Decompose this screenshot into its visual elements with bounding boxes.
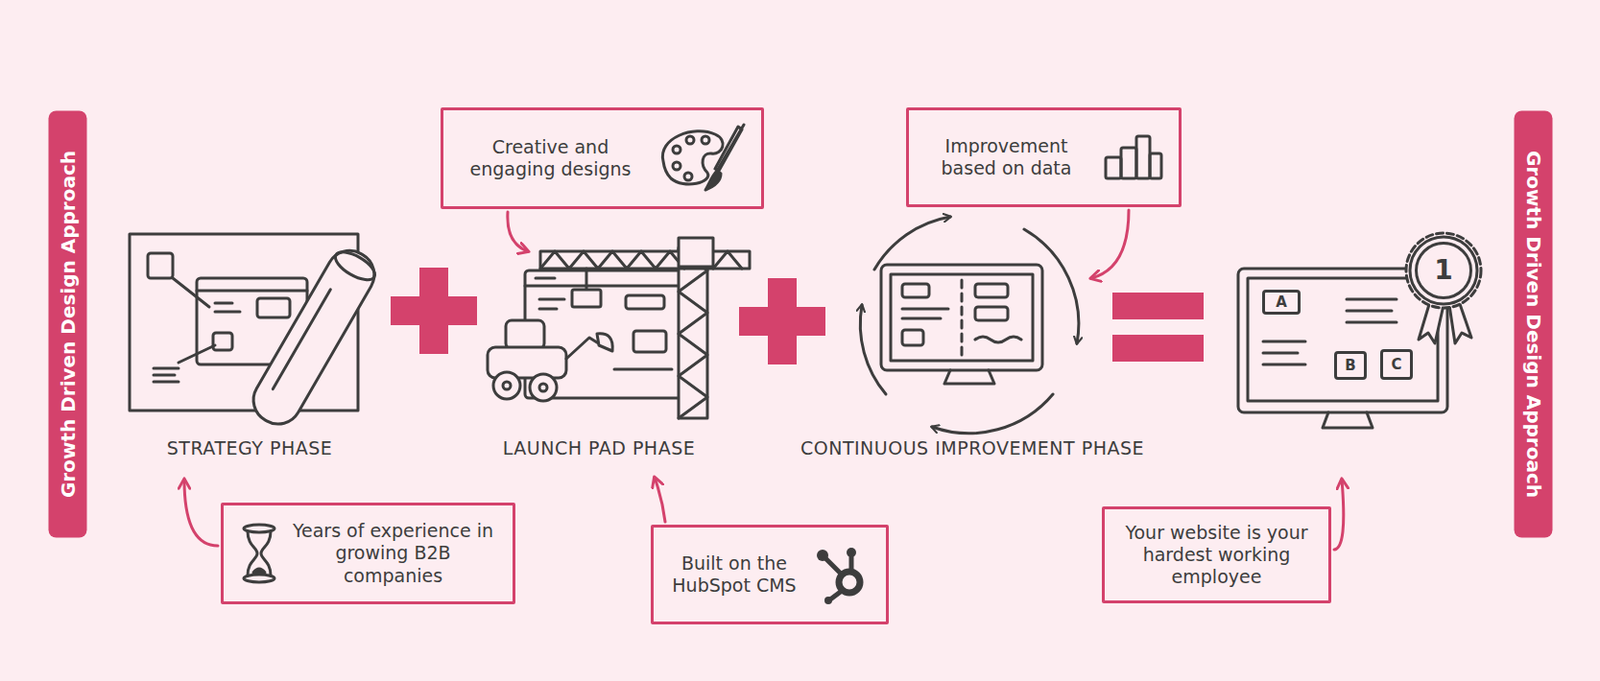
node-text: B <box>1344 358 1356 374</box>
plus-sign <box>739 278 826 365</box>
callout-box: Improvement based on data <box>906 107 1182 208</box>
variant-box: B <box>1334 351 1367 381</box>
node-text: C <box>1390 358 1402 373</box>
callout-text: Your website is your hardest working emp… <box>1122 522 1311 590</box>
award-rosette: 1 <box>1414 241 1473 300</box>
variant-box: A <box>1262 289 1301 315</box>
node-text: Growth Driven Design Approach <box>58 150 78 499</box>
equals-sign <box>1112 292 1204 362</box>
hourglass-icon <box>239 523 279 585</box>
leader-arrow <box>184 479 218 547</box>
callout-box: Your website is your hardest working emp… <box>1101 506 1332 604</box>
leader-arrow <box>507 212 528 252</box>
phase-label: LAUNCH PAD PHASE <box>378 437 820 460</box>
callout-text: Built on the HubSpot CMS <box>667 552 802 598</box>
leader-arrow <box>654 477 666 523</box>
launch-sketch <box>487 238 750 419</box>
strategy-sketch <box>129 234 383 433</box>
callout-box: Years of experience in growing B2B compa… <box>220 502 516 605</box>
callout-box: Built on the HubSpot CMS <box>650 525 889 625</box>
palette-icon <box>655 120 748 196</box>
callout-text: Improvement based on data <box>922 135 1091 180</box>
callout-text: Creative and engaging designs <box>456 136 645 181</box>
bar-chart-icon <box>1101 132 1166 183</box>
phase-label: CONTINUOUS IMPROVEMENT PHASE <box>751 437 1194 460</box>
plus-sign <box>390 267 478 355</box>
variant-box: C <box>1380 349 1413 381</box>
node-text: A <box>1275 295 1288 311</box>
node-text: 1 <box>1433 257 1453 285</box>
node-text: Growth Driven Design Approach <box>1524 150 1544 499</box>
hubspot-logo <box>812 544 873 606</box>
result-sketch <box>1238 233 1481 429</box>
improvement-sketch <box>859 216 1079 434</box>
approach-band: Growth Driven Design Approach <box>48 111 88 539</box>
leader-arrow <box>1091 210 1129 279</box>
leader-arrow <box>1334 479 1344 550</box>
phase-label: STRATEGY PHASE <box>28 437 471 460</box>
approach-band: Growth Driven Design Approach <box>1514 111 1553 539</box>
callout-text: Years of experience in growing B2B compa… <box>289 520 497 588</box>
callout-box: Creative and engaging designs <box>440 107 765 210</box>
